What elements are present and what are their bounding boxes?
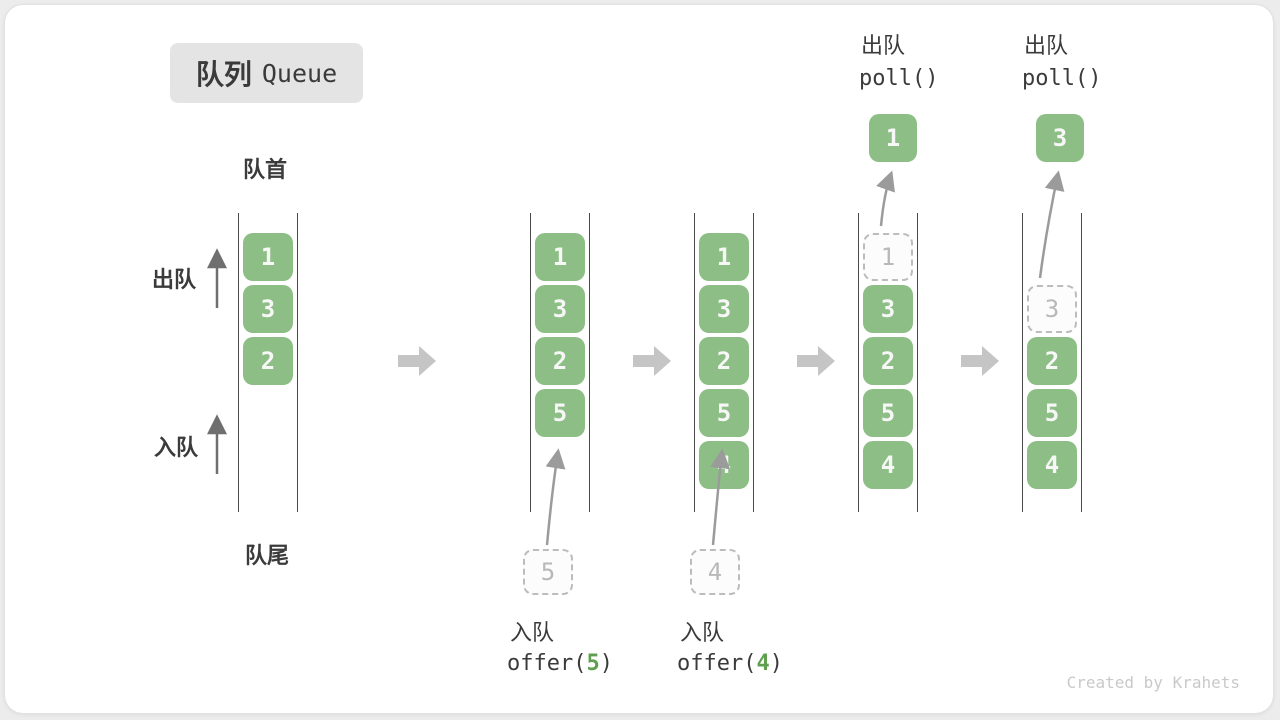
offer-code-label: offer(5) — [507, 651, 613, 676]
queue-cell: 2 — [1027, 337, 1077, 385]
queue-cell: 3 — [699, 285, 749, 333]
queue-cell: 4 — [699, 441, 749, 489]
queue-cell-removed: 1 — [863, 233, 913, 281]
queue-cell: 1 — [535, 233, 585, 281]
enqueue-side-label: 入队 — [154, 435, 199, 460]
poll-code-label: poll() — [859, 66, 939, 91]
queue-cell: 4 — [1027, 441, 1077, 489]
enqueue-op-label: 入队 — [680, 620, 725, 645]
queue-cell: 2 — [535, 337, 585, 385]
dequeue-op-label: 出队 — [861, 33, 906, 58]
offer-code-label: offer(4) — [677, 651, 783, 676]
queue-cell: 3 — [535, 285, 585, 333]
dequeue-side-label: 出队 — [152, 267, 197, 292]
queue-cell: 5 — [535, 389, 585, 437]
queue-walls-state-1 — [238, 213, 298, 512]
queue-cell: 2 — [863, 337, 913, 385]
queue-cell: 5 — [1027, 389, 1077, 437]
queue-rear-label: 队尾 — [245, 543, 290, 568]
watermark: Created by Krahets — [1066, 673, 1240, 692]
queue-walls-state-2 — [530, 213, 590, 512]
code-text: offer( — [507, 651, 587, 676]
queue-cell: 1 — [699, 233, 749, 281]
dequeue-op-label: 出队 — [1024, 33, 1069, 58]
staging-element-5: 5 — [523, 549, 573, 595]
queue-walls-state-3 — [694, 213, 754, 512]
next-state-arrow-icon — [633, 346, 671, 376]
title-zh: 队列 — [195, 59, 252, 90]
queue-cell: 5 — [863, 389, 913, 437]
queue-cell: 4 — [863, 441, 913, 489]
queue-cell: 2 — [243, 337, 293, 385]
queue-front-label: 队首 — [243, 157, 288, 182]
title-en: Queue — [261, 58, 338, 88]
code-text: ) — [599, 651, 613, 676]
queue-cell: 3 — [243, 285, 293, 333]
poll-code-label: poll() — [1022, 66, 1102, 91]
next-state-arrow-icon — [398, 346, 436, 376]
code-arg: 5 — [586, 651, 600, 676]
queue-walls-state-5 — [1022, 213, 1082, 512]
code-text: ) — [769, 651, 783, 676]
queue-cell: 1 — [243, 233, 293, 281]
next-state-arrow-icon — [961, 346, 999, 376]
queue-walls-state-4 — [858, 213, 918, 512]
title-box: 队列 Queue — [170, 43, 363, 103]
next-state-arrow-icon — [797, 346, 835, 376]
code-text: offer( — [677, 651, 757, 676]
staging-element-4: 4 — [690, 549, 740, 595]
enqueue-op-label: 入队 — [510, 620, 555, 645]
queue-cell: 3 — [863, 285, 913, 333]
popped-element-3: 3 — [1036, 114, 1084, 162]
popped-element-1: 1 — [869, 114, 917, 162]
code-arg: 4 — [756, 651, 770, 676]
queue-cell-removed: 3 — [1027, 285, 1077, 333]
queue-cell: 5 — [699, 389, 749, 437]
queue-cell: 2 — [699, 337, 749, 385]
